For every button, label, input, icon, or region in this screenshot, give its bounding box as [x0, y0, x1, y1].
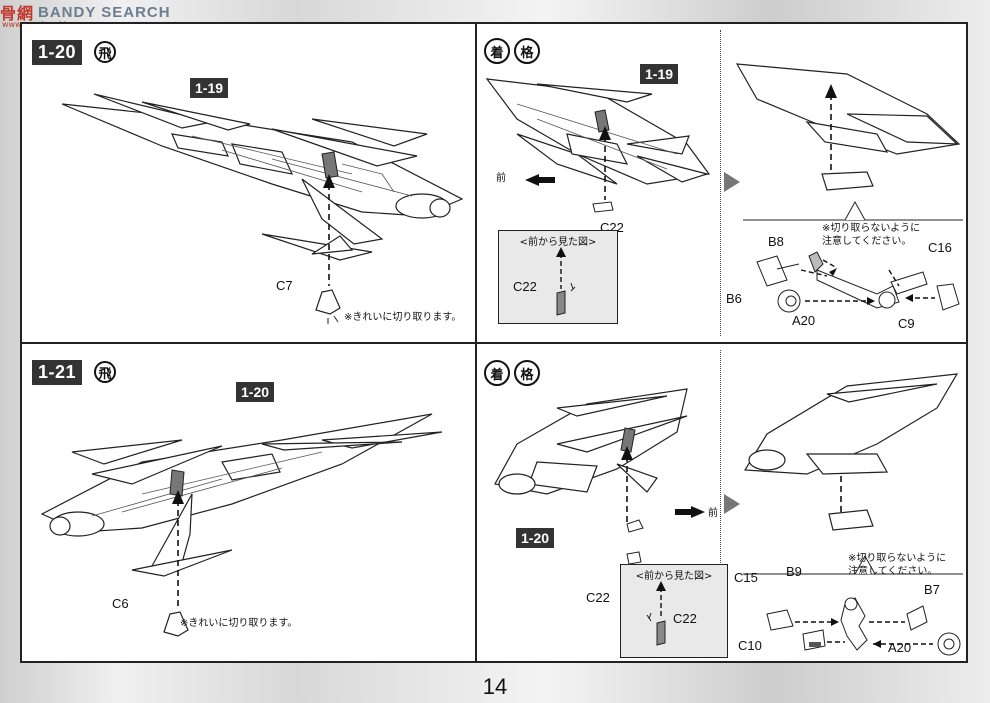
part-label-c15: C15 — [734, 570, 758, 585]
part-label-c6: C6 — [112, 596, 129, 611]
inset-drawing — [646, 581, 666, 646]
part-label-a20: A20 — [888, 640, 912, 655]
front-direction-label: 前 — [708, 508, 718, 519]
instruction-sheet: 1-20 飛 1-19 — [20, 22, 968, 663]
flight-mode-icon: 飛 — [94, 41, 116, 63]
ref-step-badge: 1-20 — [516, 528, 555, 548]
dotted-divider-top — [720, 30, 721, 336]
proceed-arrow — [724, 494, 740, 514]
inset-title: <前から見た図> — [635, 571, 713, 582]
column-divider-top — [475, 24, 477, 342]
spaceship-drawing — [61, 93, 464, 324]
ref-step-badge: 1-19 — [190, 78, 229, 98]
cut-note: ※きれいに切り取ります。 — [180, 618, 298, 629]
inset-part-label: C22 — [513, 279, 537, 294]
watermark-text: BANDY SEARCH — [38, 3, 171, 21]
part-label-a20: A20 — [792, 313, 816, 328]
landing-glyph-2: 格 — [514, 38, 540, 64]
front-view-inset: <前から見た図> C22 — [620, 564, 728, 658]
part-label-b9: B9 — [786, 564, 802, 579]
step-number-badge: 1-21 — [32, 360, 83, 385]
assembled-gear-drawing — [735, 63, 963, 313]
spaceship-drawing — [40, 413, 443, 637]
part-label-c22: C22 — [586, 590, 610, 605]
page-number: 14 — [482, 674, 508, 699]
part-label-c7: C7 — [276, 278, 293, 293]
row-divider — [22, 342, 966, 344]
inset-part-label: C22 — [673, 611, 697, 626]
do-not-cut-note: ※切り取らないように 注意してください。 — [822, 223, 921, 247]
proceed-arrow — [724, 172, 740, 192]
watermark-logo: 骨網 — [0, 4, 35, 23]
front-direction-label: 前 — [496, 173, 506, 184]
ref-step-badge: 1-20 — [236, 382, 275, 402]
landing-glyph-1: 着 — [484, 38, 510, 64]
dotted-divider-bottom — [720, 350, 721, 655]
cut-note: ※きれいに切り取ります。 — [344, 312, 462, 323]
inset-title: <前から見た図> — [519, 237, 597, 248]
part-label-c16: C16 — [928, 240, 952, 255]
landing-glyph-1: 着 — [484, 360, 510, 386]
part-label-c9: C9 — [898, 316, 915, 331]
part-label-c10: C10 — [738, 638, 762, 653]
inset-drawing — [556, 247, 576, 316]
step-number-badge: 1-20 — [32, 40, 83, 65]
flight-mode-icon: 飛 — [94, 361, 116, 383]
column-divider-bottom — [475, 344, 477, 661]
ref-step-badge: 1-19 — [640, 64, 679, 84]
watermark: 骨網 BANDY SEARCH — [0, 2, 171, 24]
assembled-gear-drawing — [743, 373, 963, 656]
front-view-inset: <前から見た図> C22 — [498, 230, 618, 324]
do-not-cut-note: ※切り取らないように 注意してください。 — [848, 553, 947, 577]
part-label-b8: B8 — [768, 234, 784, 249]
landing-glyph-2: 格 — [514, 360, 540, 386]
part-label-b7: B7 — [924, 582, 940, 597]
underside-drawing — [494, 388, 705, 565]
underside-drawing — [485, 78, 711, 213]
part-label-b6: B6 — [726, 291, 742, 306]
